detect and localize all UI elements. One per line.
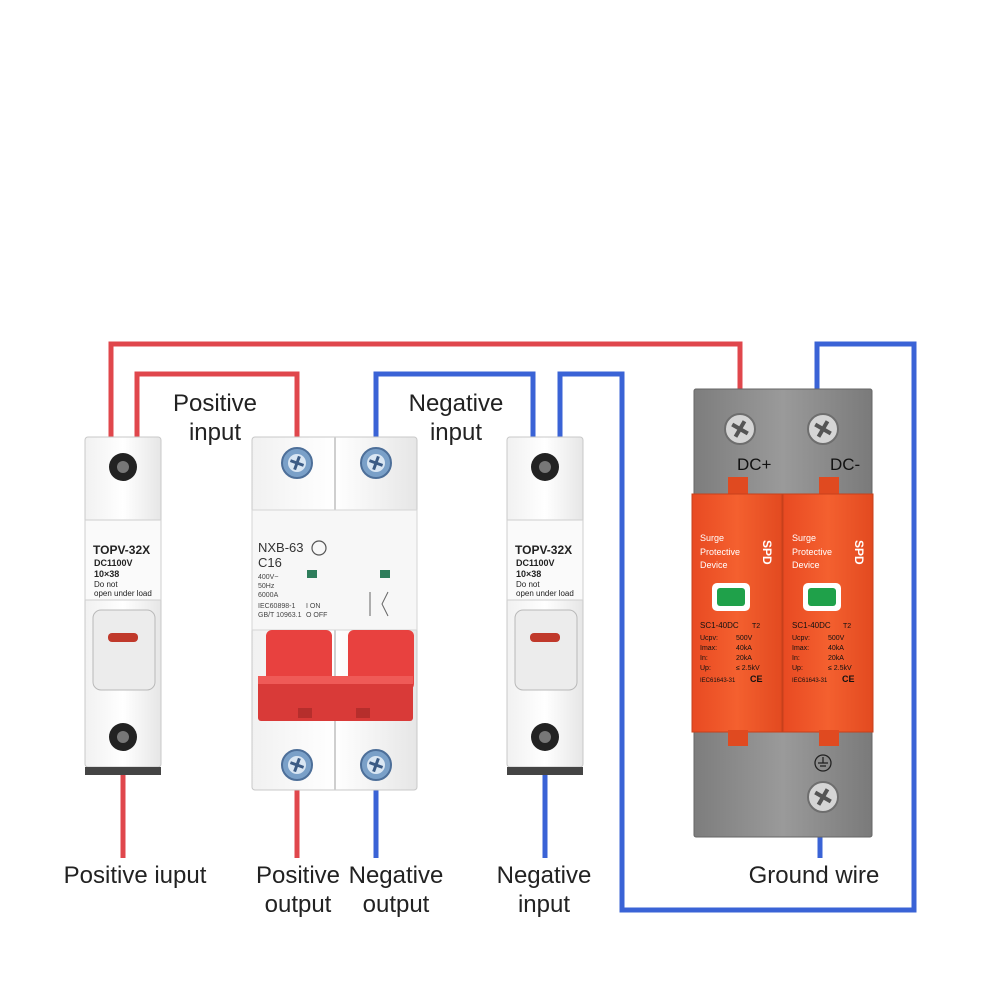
breaker-standard-1: IEC60898-1 [258, 603, 295, 610]
spd-module-negative: Surge Protective Device SPD SC1-40DC T2 … [782, 477, 874, 746]
status-window-left [307, 570, 317, 578]
circuit-breaker: NXB-63 C16 400V~ 50Hz 6000A IEC60898-1 G… [251, 436, 418, 791]
spd-title-2: Protective [700, 547, 740, 557]
spd-spec-value-2: 40kA [828, 645, 844, 652]
spd-badge: SPD [760, 540, 774, 565]
breaker-rating: C16 [258, 555, 282, 570]
terminal-screw-negative-top [360, 447, 392, 479]
spd-spec-name-2: Imax: [792, 645, 809, 652]
spd-model: SC1-40DC [700, 621, 739, 630]
spd-model: SC1-40DC [792, 621, 831, 630]
fuse-size: 10×38 [516, 569, 541, 579]
fuse-voltage: DC1100V [94, 558, 133, 568]
fuse-model: TOPV-32X [93, 543, 150, 557]
fuse-voltage: DC1100V [516, 558, 555, 568]
breaker-model: NXB-63 [258, 540, 304, 555]
dc-plus-label: DC+ [737, 455, 772, 474]
label-positive-input-bottom: Positive iuput [63, 862, 207, 889]
spd-module-positive: Surge Protective Device SPD SC1-40DC T2 … [691, 477, 783, 746]
breaker-standard-2: GB/T 10963.1 [258, 612, 302, 619]
spd-spec-name-1: Ucpv: [792, 635, 810, 642]
fuse-size: 10×38 [94, 569, 119, 579]
fuse-cartridge-door[interactable] [92, 609, 156, 691]
spd-badge: SPD [852, 540, 866, 565]
spd-spec-name-4: Up: [792, 665, 803, 672]
spd-spec-value-1: 500V [736, 635, 753, 642]
spd-spec-value-4: ≤ 2.5kV [736, 665, 760, 672]
ground-icon [814, 754, 832, 772]
breaker-spec-3: 6000A [258, 592, 279, 599]
spd-spec-name-1: Ucpv: [700, 635, 718, 642]
breaker-off-label: O OFF [306, 612, 327, 619]
spd-type: T2 [752, 623, 760, 630]
fuse-warning-1: Do not [94, 580, 118, 589]
spd-standard: IEC61643-31 [792, 678, 828, 684]
spd-spec-value-1: 500V [828, 635, 845, 642]
positive-wire-to-spd [108, 341, 743, 437]
fuse-indicator [530, 633, 560, 642]
breaker-symbol [369, 591, 389, 617]
spd-spec-value-3: 20kA [828, 655, 844, 662]
fuse-warning-2: open under load [94, 589, 152, 598]
breaker-spec-2: 50Hz [258, 583, 275, 590]
ce-mark: CE [842, 674, 855, 684]
positive-wires [108, 341, 743, 858]
spd-spec-name-4: Up: [700, 665, 711, 672]
fuse-indicator [108, 633, 138, 642]
dc-minus-label: DC- [830, 455, 860, 474]
surge-protective-device: DC+ DC- Surge Protective Device SPD SC1-… [691, 388, 874, 838]
spd-title-1: Surge [700, 533, 724, 543]
breaker-spec-1: 400V~ [258, 574, 278, 581]
negative-wire-fuse-to-breaker [373, 371, 536, 437]
fuse-warning-2: open under load [516, 589, 574, 598]
breaker-handle-tie-bar[interactable] [258, 676, 413, 721]
ce-mark: CE [750, 674, 763, 684]
spd-standard: IEC61643-31 [700, 678, 736, 684]
spd-type: T2 [843, 623, 851, 630]
fuse-cartridge-door[interactable] [514, 609, 578, 691]
spd-title-3: Device [700, 560, 728, 570]
spd-title-3: Device [792, 560, 820, 570]
spd-spec-name-3: In: [792, 655, 800, 662]
spd-spec-name-3: In: [700, 655, 708, 662]
label-ground-wire: Ground wire [748, 862, 880, 889]
breaker-on-label: I ON [306, 603, 320, 610]
spd-spec-value-4: ≤ 2.5kV [828, 665, 852, 672]
spd-spec-name-2: Imax: [700, 645, 717, 652]
fuse-holder-right: TOPV-32X DC1100V 10×38 Do not open under… [506, 436, 584, 775]
spd-title-2: Protective [792, 547, 832, 557]
terminal-screw-dc-plus [724, 413, 756, 445]
spd-spec-value-2: 40kA [736, 645, 752, 652]
ccc-mark [311, 540, 327, 556]
negative-wires [373, 341, 917, 913]
terminal-screw-negative-bottom [360, 749, 392, 781]
fuse-warning-1: Do not [516, 580, 540, 589]
fuse-holder-left: TOPV-32X DC1100V 10×38 Do not open under… [84, 436, 162, 775]
status-window-right [380, 570, 390, 578]
positive-wire-fuse-to-breaker [134, 371, 300, 437]
terminal-screw-ground [807, 781, 839, 813]
terminal-screw-positive-bottom [281, 749, 313, 781]
spd-title-1: Surge [792, 533, 816, 543]
fuse-model: TOPV-32X [515, 543, 572, 557]
spd-spec-value-3: 20kA [736, 655, 752, 662]
breaker-handle-right[interactable] [348, 630, 414, 690]
negative-wire-to-spd [557, 341, 917, 913]
terminal-screw-positive-top [281, 447, 313, 479]
terminal-screw-dc-minus [807, 413, 839, 445]
breaker-handle-left[interactable] [266, 630, 332, 690]
